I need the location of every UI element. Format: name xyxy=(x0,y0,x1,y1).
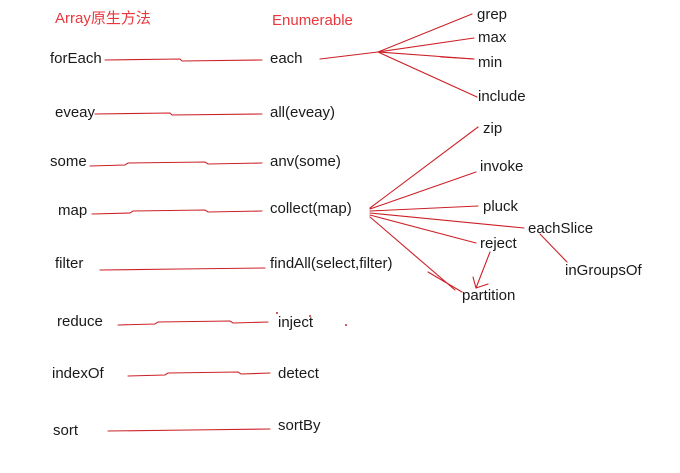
node-include[interactable]: include xyxy=(478,88,526,105)
edge-reject-partition xyxy=(475,251,491,289)
node-inGroupsOf[interactable]: inGroupsOf xyxy=(565,262,642,279)
node-pluck[interactable]: pluck xyxy=(483,198,519,215)
edge-findall-partition xyxy=(427,271,463,293)
node-collect-map[interactable]: collect(map) xyxy=(270,200,352,217)
node-all-eveay[interactable]: all(eveay) xyxy=(270,104,336,121)
edge-indexOf-detect xyxy=(127,371,271,377)
edge-each-grep xyxy=(377,13,473,53)
edge-collect-reject xyxy=(369,214,477,244)
node-forEach[interactable]: forEach xyxy=(50,50,102,67)
node-min[interactable]: min xyxy=(478,54,503,71)
stray-mark-2 xyxy=(309,315,311,317)
node-some[interactable]: some xyxy=(50,153,87,170)
edge-collect-invoke xyxy=(369,171,477,210)
node-anv-some[interactable]: anv(some) xyxy=(270,153,341,170)
edge-min-stub xyxy=(440,56,475,60)
edge-collect-eachSlice xyxy=(369,212,525,229)
node-sortBy[interactable]: sortBy xyxy=(278,417,321,434)
edge-sort-sortBy xyxy=(107,428,271,432)
edge-each-min xyxy=(377,51,475,60)
edge-each-max xyxy=(377,37,475,53)
node-indexOf[interactable]: indexOf xyxy=(52,365,104,382)
node-detect[interactable]: detect xyxy=(278,365,319,382)
edge-forEach-each xyxy=(104,58,263,62)
node-max[interactable]: max xyxy=(478,29,507,46)
node-each[interactable]: each xyxy=(270,50,303,67)
node-partition[interactable]: partition xyxy=(462,287,516,304)
edge-each-hub xyxy=(319,51,379,60)
node-filter[interactable]: filter xyxy=(55,255,84,272)
node-inject[interactable]: inject xyxy=(278,314,314,331)
edge-filter-findall xyxy=(99,267,266,271)
header-array-native-methods: Array原生方法 xyxy=(55,10,151,27)
edge-reduce-inject xyxy=(117,320,269,326)
edge-map-collectmap xyxy=(91,209,263,215)
node-reject[interactable]: reject xyxy=(480,235,517,252)
stray-mark-3 xyxy=(345,324,347,326)
node-eachSlice[interactable]: eachSlice xyxy=(528,220,594,237)
header-enumerable: Enumerable xyxy=(272,12,353,29)
node-invoke[interactable]: invoke xyxy=(480,158,524,175)
edge-collect-partition xyxy=(369,216,456,291)
node-map[interactable]: map xyxy=(58,202,88,219)
node-grep[interactable]: grep xyxy=(477,6,508,23)
node-eveay[interactable]: eveay xyxy=(55,104,96,121)
edge-eachSlice-inGroupsOf xyxy=(539,233,568,263)
node-zip[interactable]: zip xyxy=(483,120,503,137)
edge-some-anvsome xyxy=(89,161,263,167)
node-findall-select-filter[interactable]: findAll(select,filter) xyxy=(270,255,393,272)
node-reduce[interactable]: reduce xyxy=(57,313,103,330)
edge-eveay-alleveay xyxy=(94,112,263,116)
edge-collect-pluck xyxy=(369,205,479,212)
edge-each-include xyxy=(377,51,478,98)
node-sort[interactable]: sort xyxy=(53,422,79,439)
stray-mark-1 xyxy=(276,312,278,314)
edge-collect-zip xyxy=(369,126,479,209)
